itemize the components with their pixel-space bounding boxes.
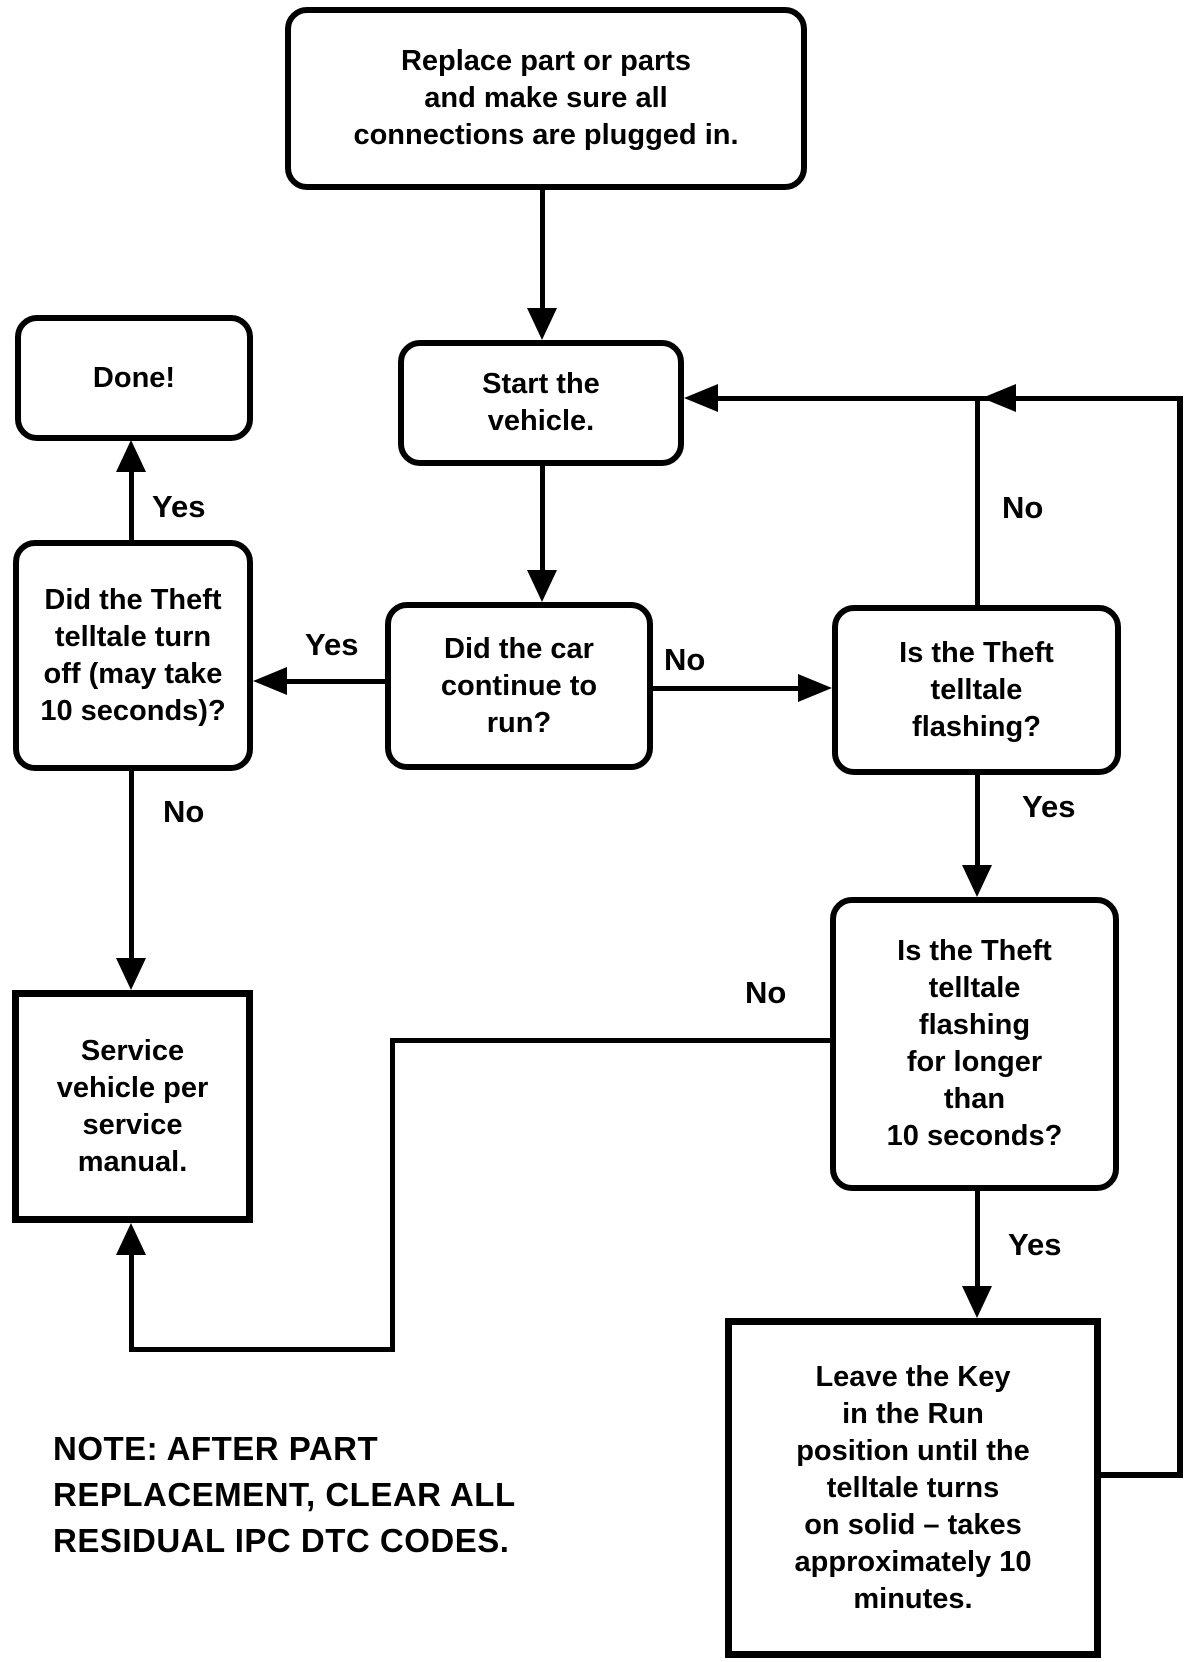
connector-flashing-10s-no-h1	[390, 1038, 830, 1043]
connector-start-to-car-run	[540, 464, 545, 574]
node-car-continue-run: Did the car continue to run?	[385, 602, 653, 770]
connector-key-return-horizontal	[1101, 1472, 1183, 1478]
edge-label-yes-flashing: Yes	[1022, 789, 1076, 824]
arrowhead-into-flashing-10s-top	[962, 865, 992, 897]
edge-label-yes-key: Yes	[1008, 1227, 1062, 1262]
connector-car-run-no	[653, 686, 800, 691]
node-telltale-turn-off: Did the Theft telltale turn off (may tak…	[13, 540, 253, 771]
node-flashing-longer-10s: Is the Theft telltale flashing for longe…	[830, 897, 1119, 1191]
arrowhead-into-start-top	[527, 308, 557, 340]
connector-key-return-vertical	[1177, 396, 1183, 1478]
connector-return-to-start	[700, 396, 1180, 401]
node-start-vehicle: Start the vehicle.	[398, 340, 684, 466]
arrowhead-into-service-bottom	[116, 1223, 146, 1255]
edge-label-no-flashing-loop: No	[1002, 490, 1044, 525]
edge-label-no-to-service: No	[163, 794, 205, 829]
arrowhead-into-telltale-off-right	[253, 667, 287, 695]
node-start-vehicle-text: Start the vehicle.	[482, 368, 600, 437]
edge-label-no-flashing-10s: No	[745, 975, 787, 1010]
connector-flashing-10s-no-up	[129, 1252, 134, 1349]
arrowhead-into-car-run-top	[527, 570, 557, 602]
node-telltale-flashing: Is the Theft telltale flashing?	[832, 605, 1121, 775]
arrowhead-into-start-right	[684, 384, 718, 412]
node-replace-parts-text: Replace part or parts and make sure all …	[353, 45, 739, 151]
edge-label-yes-to-done: Yes	[152, 489, 206, 524]
node-telltale-flashing-text: Is the Theft telltale flashing?	[899, 636, 1054, 743]
arrowhead-into-flashing-left	[798, 674, 832, 702]
edge-label-yes-car-run: Yes	[305, 627, 359, 662]
node-leave-key-run: Leave the Key in the Run position until …	[725, 1318, 1101, 1658]
connector-flashing-10s-no-h2	[129, 1347, 395, 1352]
connector-flashing-10s-yes	[975, 1191, 980, 1288]
connector-telltale-off-yes	[129, 468, 134, 540]
connector-car-run-yes	[282, 679, 385, 684]
node-service-vehicle: Service vehicle per service manual.	[12, 990, 253, 1223]
edge-label-no-car-run: No	[664, 642, 706, 677]
node-service-vehicle-text: Service vehicle per service manual.	[56, 1034, 209, 1178]
node-flashing-longer-10s-text: Is the Theft telltale flashing for longe…	[886, 935, 1063, 1152]
note-text: NOTE: AFTER PART REPLACEMENT, CLEAR ALL …	[53, 1430, 516, 1559]
node-car-continue-run-text: Did the car continue to run?	[440, 632, 598, 739]
connector-telltale-off-no	[129, 771, 134, 960]
connector-flashing-yes	[975, 775, 980, 867]
node-telltale-turn-off-text: Did the Theft telltale turn off (may tak…	[40, 583, 226, 727]
arrowhead-return-junction	[982, 384, 1016, 412]
arrowhead-into-done-bottom	[116, 440, 146, 472]
node-done-text: Done!	[92, 361, 176, 394]
connector-flashing-10s-no-v	[390, 1038, 395, 1352]
node-replace-parts: Replace part or parts and make sure all …	[285, 7, 807, 190]
connector-replace-to-start	[540, 188, 545, 312]
node-leave-key-run-text: Leave the Key in the Run position until …	[794, 1360, 1032, 1615]
arrowhead-into-service-top	[116, 958, 146, 990]
node-done: Done!	[15, 315, 253, 441]
arrowhead-into-key-top	[962, 1286, 992, 1318]
connector-flashing-no-up	[975, 398, 980, 605]
